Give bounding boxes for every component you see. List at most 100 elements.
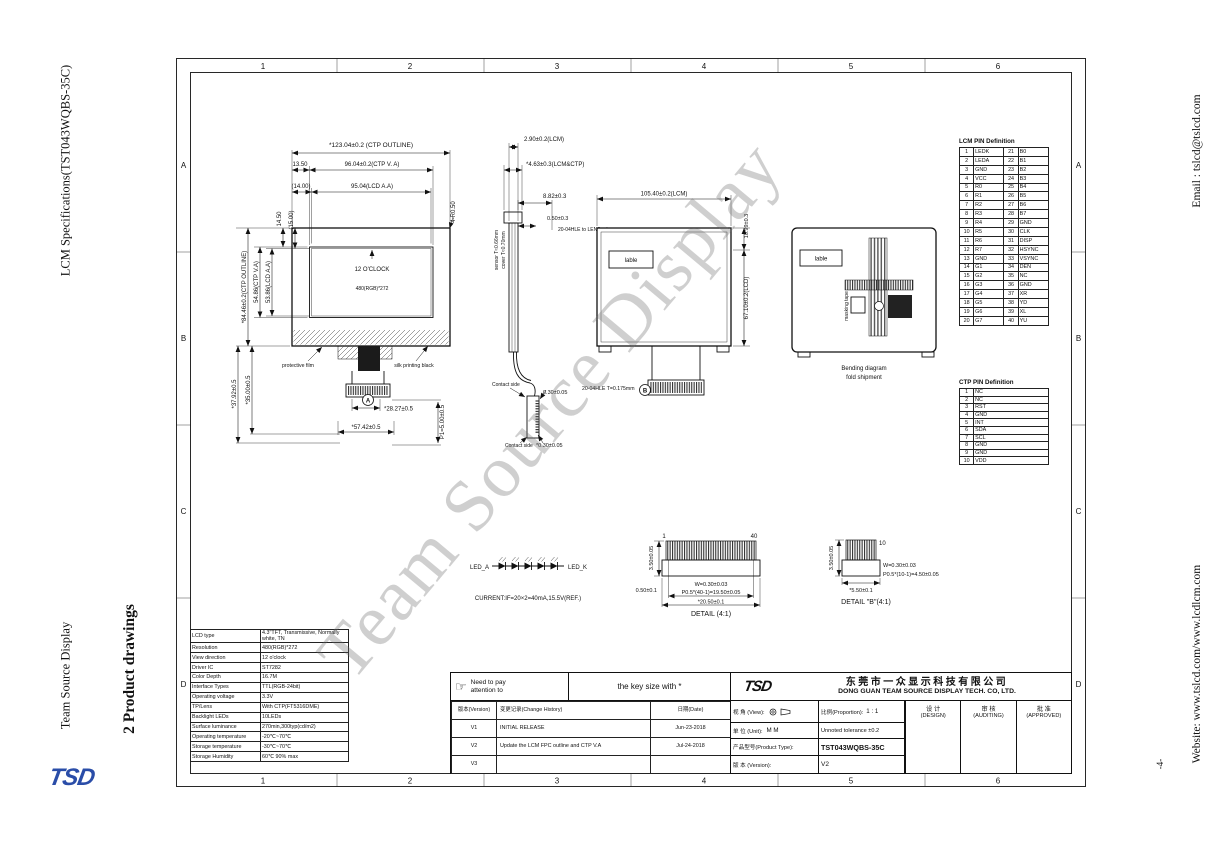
table-cell: 20 (958, 315, 975, 326)
table-cell: VCC (973, 173, 1005, 184)
led-current-note: CURRENT:IF=20×2=40mA,15.5V(REF.) (475, 596, 581, 602)
label-box (799, 249, 843, 267)
table-cell: G4 (973, 289, 1005, 300)
grid-col-label: 6 (996, 777, 1001, 786)
detail-marker-b-circle (639, 384, 651, 396)
dim-lcd-aa-height: 53.86(LCD A.A) (266, 261, 272, 303)
dim-lcd-aa-width: 95.04(LCD A.A) (351, 184, 393, 190)
table-cell: 19 (958, 307, 975, 317)
bend-view-drawing: lable masking tape Bending diagram fold … (791, 227, 937, 381)
table-cell: G3 (973, 280, 1005, 291)
grid-row-label: D (1076, 680, 1082, 689)
signoff-block: 设 计 (DESIGN) 审 核 (AUDITING) 批 准 (APPROVE… (905, 700, 1072, 774)
table-cell: GND (1017, 280, 1050, 291)
table-cell: G7 (973, 315, 1005, 326)
clock-direction-label: 12 O'CLOCK (355, 267, 390, 273)
table-cell: 30 (1003, 227, 1019, 237)
table-cell: 17 (958, 289, 975, 300)
dim-0-30-bottom: *0.30±0.05 (536, 443, 563, 449)
table-cell: B0 (1017, 147, 1050, 157)
table-cell: 33 (1003, 253, 1019, 264)
table-cell: B3 (1017, 173, 1050, 184)
table-cell: 1 (958, 388, 975, 397)
detail-a-pin-width: W=0.30±0.03 (695, 582, 728, 588)
grid-col-label: 1 (261, 777, 266, 786)
table-cell: 15 (958, 271, 975, 282)
grid-col-label: 2 (408, 62, 413, 71)
table-cell: ST7282 (260, 662, 349, 674)
driver-ic (888, 295, 912, 318)
dim-ctp-outline-height: *84.46±0.2(CTP OUTLINE) (242, 251, 248, 324)
ctp-pin-title: CTP PIN Definition (959, 379, 1014, 386)
detail-b-drawing: 10 3.50±0.05 W=0.30±0.03 P0.5*(10-1)=4.5… (829, 539, 939, 606)
table-cell: 60℃ 90% max (260, 751, 349, 763)
table-cell: 40 (1003, 315, 1019, 326)
dim-28-27: *28.27±0.5 (384, 407, 414, 413)
table-cell: DEN (1017, 262, 1050, 273)
table-cell: 32 (1003, 244, 1019, 255)
detail-a-total: *20.50±0.1 (698, 600, 725, 606)
table-cell: YU (1017, 315, 1050, 326)
table-cell: LEDK (973, 147, 1005, 157)
table-cell: GND (973, 164, 1005, 175)
product-type-value: TST043WQBS-35C (819, 739, 905, 756)
dim-0-30-top: 0.30±0.05 (543, 390, 567, 396)
grid-row-label: B (181, 334, 186, 343)
table-cell: B6 (1017, 200, 1050, 211)
table-cell: NC (973, 395, 1049, 405)
table-cell: Driver IC (190, 662, 261, 674)
table-cell: INT (973, 418, 1049, 427)
table-cell: 1 (958, 147, 975, 157)
dim-total-thickness: *4.63±0.3(LCM&CTP) (526, 162, 584, 168)
table-cell: Interface Types (190, 681, 261, 693)
approved-label-cn: 批 准 (1036, 706, 1051, 713)
grid-row-label: C (1076, 507, 1082, 516)
led-circuit-diagram: LED_A LED_K CURRENT:IF=20×2=40mA,15.5V(R… (470, 556, 587, 602)
table-cell: 16 (958, 280, 975, 291)
dim-37-92: *37.92±0.5 (232, 379, 238, 409)
dim-lcm-thickness: 2.90±0.2(LCM) (524, 137, 564, 143)
dim-57-42: *57.42±0.5 (352, 425, 382, 431)
table-cell: 26 (1003, 191, 1019, 202)
version-value: V2 (819, 756, 905, 773)
table-cell: 3 (958, 164, 975, 175)
label-box-text: lable (815, 257, 828, 263)
table-cell: VDD (973, 456, 1049, 465)
tolerance-note: Unnoted tolerance ±0.2 (821, 727, 880, 734)
table-cell: HSYNC (1017, 244, 1050, 255)
grid-row-label: B (1076, 334, 1081, 343)
grid-col-label: 4 (702, 777, 707, 786)
table-cell: GND (973, 441, 1049, 450)
table-cell: 13 (958, 253, 975, 264)
detail-a-offset: 0.50±0.1 (636, 588, 657, 594)
attention-line2: attention to (470, 686, 503, 694)
dim-lcd-height: 67.10±0.2(LCD) (744, 277, 750, 320)
table-cell: 8 (958, 209, 975, 220)
detail-b-pin10: 10 (879, 541, 886, 547)
masking-tape-label: masking tape (844, 291, 850, 321)
dim-14-50: 14.50 (277, 211, 283, 227)
front-view-drawing: *123.04±0.2 (CTP OUTLINE) 13.50 96.04±0.… (232, 142, 457, 446)
table-cell: 3 (958, 403, 975, 412)
dim-ctp-outline-width: *123.04±0.2 (CTP OUTLINE) (329, 142, 413, 149)
detail-a-height: 3.50±0.05 (649, 546, 655, 570)
tsd-logo-black: TSD (742, 678, 772, 695)
table-cell: Operating voltage (190, 691, 261, 703)
dim-corner-radius: 4-R0.50 (451, 201, 457, 223)
hle-to-lens-label: 20-04HLE to LENS edge (558, 227, 613, 233)
table-cell: 12 (958, 244, 975, 255)
dim-lcm-width: 105.40±0.2(LCM) (641, 192, 688, 198)
